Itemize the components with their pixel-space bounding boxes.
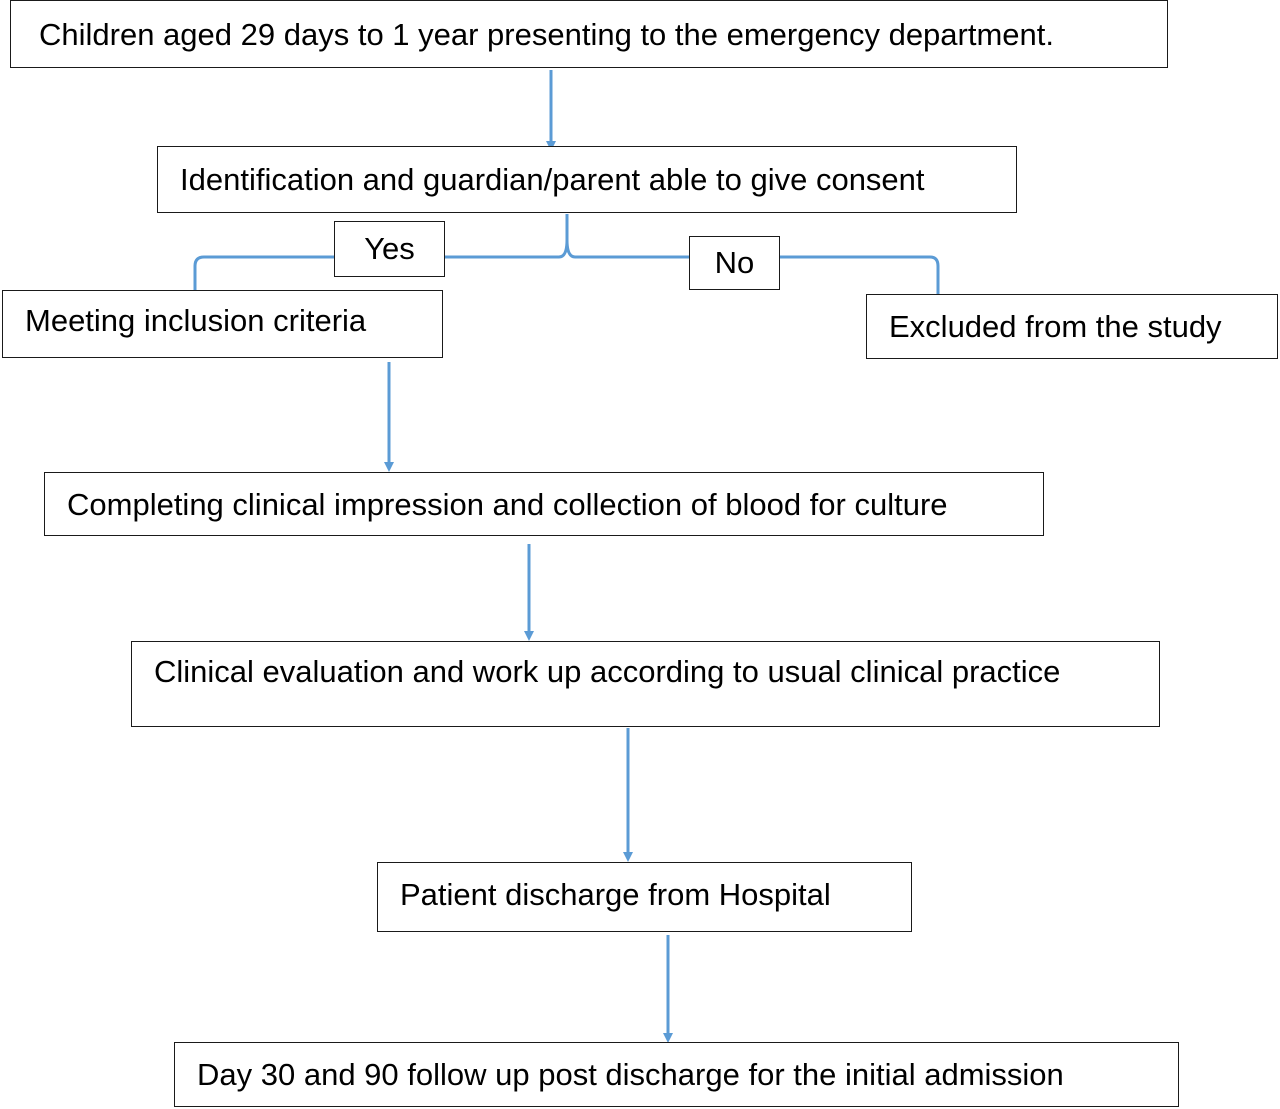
branch-label-no-text: No <box>714 245 755 280</box>
branch-label-yes: Yes <box>334 221 445 277</box>
step-consent: Identification and guardian/parent able … <box>157 146 1017 213</box>
step-follow-up-text: Day 30 and 90 follow up post discharge f… <box>197 1057 1064 1092</box>
step-discharge-text: Patient discharge from Hospital <box>400 877 831 912</box>
step-excluded: Excluded from the study <box>866 294 1278 359</box>
step-consent-text: Identification and guardian/parent able … <box>180 162 925 197</box>
step-clinical-impression: Completing clinical impression and colle… <box>44 472 1044 536</box>
step-presenting-to-ed-text: Children aged 29 days to 1 year presenti… <box>39 16 1055 52</box>
step-inclusion-criteria-text: Meeting inclusion criteria <box>25 303 367 338</box>
step-clinical-evaluation: Clinical evaluation and work up accordin… <box>131 641 1160 727</box>
step-inclusion-criteria: Meeting inclusion criteria <box>2 290 443 358</box>
step-presenting-to-ed: Children aged 29 days to 1 year presenti… <box>10 0 1168 68</box>
step-clinical-impression-text: Completing clinical impression and colle… <box>67 486 948 522</box>
brace-yes-no-split <box>193 214 940 296</box>
branch-label-yes-text: Yes <box>364 231 415 266</box>
step-excluded-text: Excluded from the study <box>889 309 1222 344</box>
branch-label-no: No <box>689 236 780 290</box>
step-follow-up: Day 30 and 90 follow up post discharge f… <box>174 1042 1179 1107</box>
step-clinical-evaluation-text: Clinical evaluation and work up accordin… <box>154 654 1061 689</box>
step-discharge: Patient discharge from Hospital <box>377 862 912 932</box>
